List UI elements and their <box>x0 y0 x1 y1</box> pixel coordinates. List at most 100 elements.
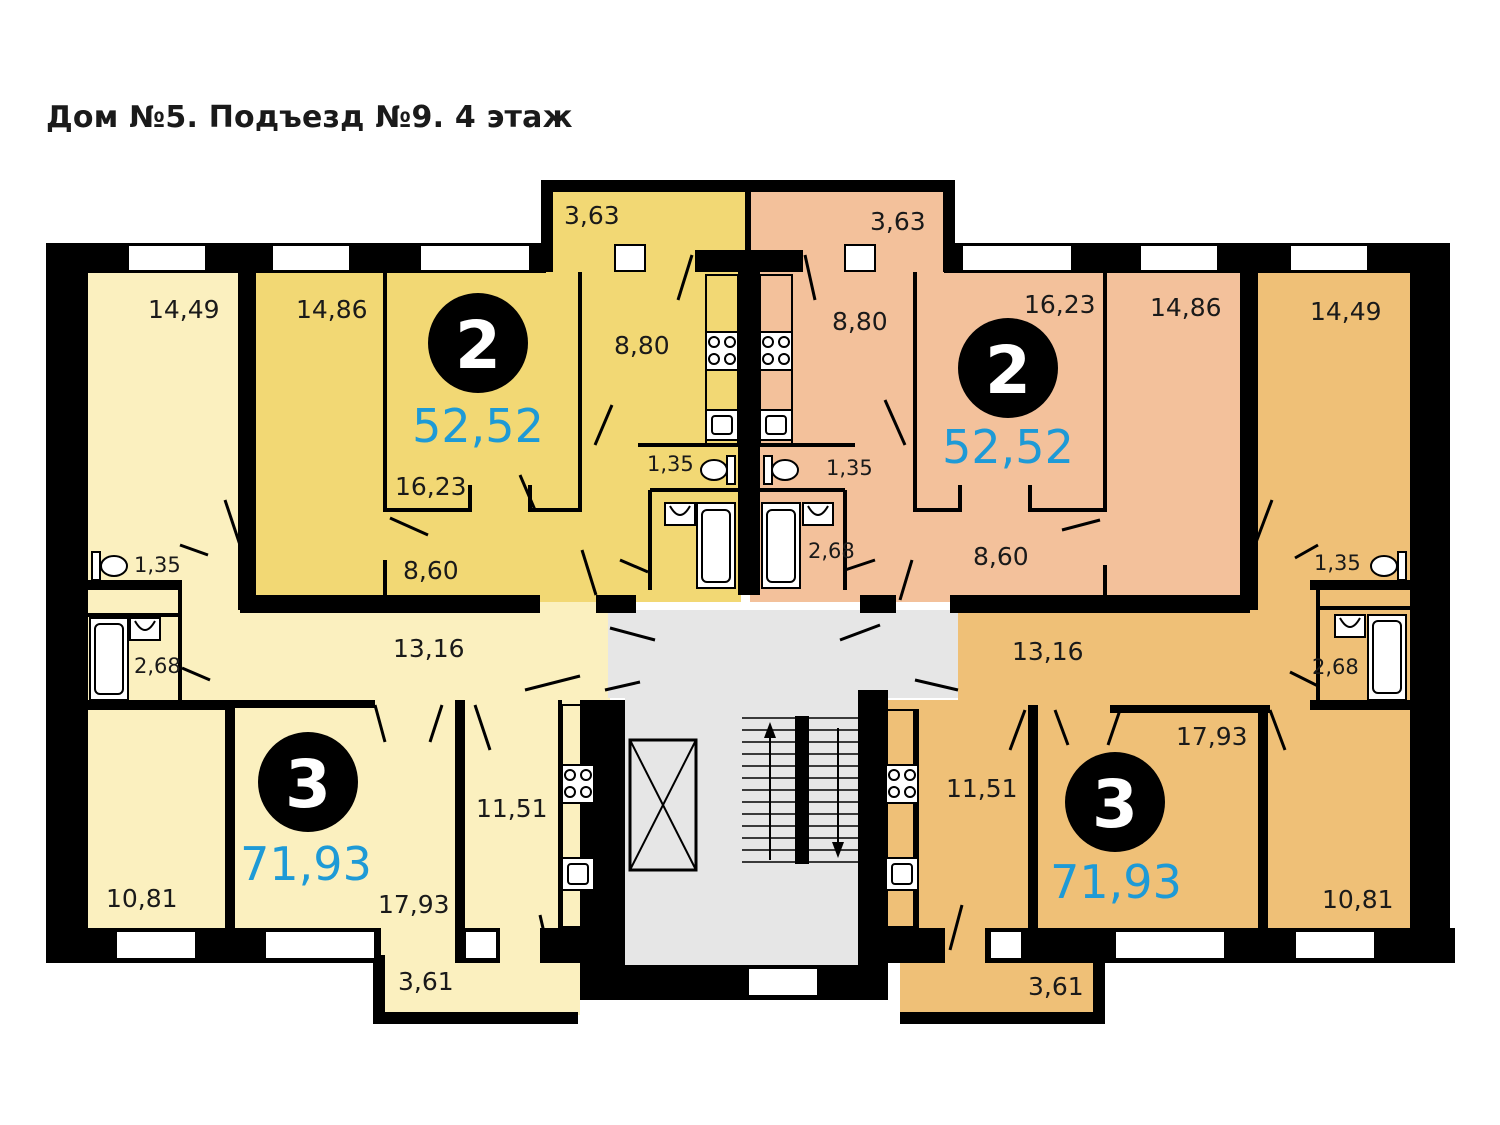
room-area: 16,23 <box>395 472 467 501</box>
window-top-6 <box>961 244 1073 272</box>
toilet-icon-3 <box>91 551 128 581</box>
door-27 <box>1053 709 1070 746</box>
door-14 <box>179 543 209 557</box>
room-area: 14,86 <box>296 295 368 324</box>
apt-badge-2-left: 2 <box>428 293 528 393</box>
washbasin-icon-1 <box>664 502 696 526</box>
window-bottom-5 <box>1114 930 1226 960</box>
wall-int-1 <box>238 270 256 610</box>
wall-bottom-right1 <box>885 928 945 963</box>
door-26 <box>1008 709 1027 751</box>
sink-icon-1 <box>705 409 739 441</box>
fixtures <box>89 274 1407 928</box>
room-area: 2,68 <box>808 539 855 563</box>
rooms-count: 3 <box>285 746 331 823</box>
stair-up-arrowhead <box>764 722 776 738</box>
door-5 <box>676 254 694 301</box>
washbasin-icon-3 <box>129 617 161 641</box>
badge-circle <box>958 318 1058 418</box>
room-labels: 3,63 14,86 16,23 8,80 1,35 8,60 3,63 8,8… <box>106 201 1394 1001</box>
wall-stair-bottom <box>580 965 880 1000</box>
wall-spine-top <box>695 250 803 272</box>
room-area: 14,49 <box>1310 297 1382 326</box>
window-top-7 <box>1139 244 1219 272</box>
door-25 <box>914 678 959 692</box>
elevator-cross-2 <box>629 739 697 871</box>
room-area: 16,23 <box>1024 290 1096 319</box>
stair-down-arrowhead <box>832 842 844 858</box>
apt-total-area: 52,52 <box>412 399 544 453</box>
room-area: 2,68 <box>1312 655 1359 679</box>
counter-3 <box>561 704 595 928</box>
wall-corridor-left <box>240 595 540 613</box>
partition-a2l-1 <box>383 272 472 512</box>
room-area: 3,63 <box>564 201 620 230</box>
room-area: 1,35 <box>826 456 873 480</box>
door-8 <box>803 254 817 301</box>
door-2 <box>389 516 429 537</box>
apt-3-left-fill <box>86 270 610 930</box>
room-area: 8,60 <box>403 556 459 585</box>
room-area: 17,93 <box>1176 722 1248 751</box>
rooms-count: 2 <box>985 332 1031 409</box>
door-19 <box>428 704 444 743</box>
wall-loggia-br-side <box>1093 955 1105 1024</box>
counter-2 <box>759 274 793 446</box>
stair-divider <box>795 716 809 864</box>
door-13 <box>844 558 876 572</box>
room-area: 14,49 <box>148 295 220 324</box>
stove-icon-2 <box>759 331 793 371</box>
room-area: 8,80 <box>832 307 888 336</box>
door-12 <box>898 559 914 601</box>
window-top-4 <box>614 244 646 272</box>
toilet-icon-4 <box>1370 551 1407 581</box>
room-area: 17,93 <box>378 890 450 919</box>
bathtub-icon-4 <box>1367 614 1407 701</box>
wall-corridor-right <box>950 595 1250 613</box>
wall-wc-left-top <box>86 580 181 590</box>
wall-int-4 <box>1258 705 1268 930</box>
door-10 <box>1061 518 1101 532</box>
wall-loggia-right <box>943 180 955 272</box>
landing <box>608 610 958 698</box>
door-30 <box>538 914 550 951</box>
stair-steps <box>742 717 862 863</box>
door-20 <box>473 704 492 751</box>
windows <box>115 244 1376 997</box>
room-area: 11,51 <box>476 794 548 823</box>
wall-loggia-bl-side <box>373 955 385 1024</box>
room-area: 10,81 <box>106 884 178 913</box>
sink-icon-3 <box>561 857 595 891</box>
sink-icon-2 <box>759 409 793 441</box>
sink-icon-4 <box>885 857 919 891</box>
stairwell <box>608 610 958 965</box>
wall-loggia-bottom-left <box>373 1012 578 1024</box>
partition-a2r-1 <box>913 272 962 512</box>
wall-loggia-top <box>541 180 955 192</box>
partitions <box>86 272 1410 930</box>
apt-badge-3-right: 3 <box>1065 752 1165 852</box>
room-area: 3,61 <box>1028 972 1084 1001</box>
room-area: 14,86 <box>1150 293 1222 322</box>
door-18 <box>373 704 387 743</box>
washbasin-icon-4 <box>1334 614 1366 638</box>
room-area: 2,68 <box>134 654 181 678</box>
window-top-8 <box>1289 244 1369 272</box>
apt-badge-2-right: 2 <box>958 318 1058 418</box>
door-28 <box>1106 709 1122 746</box>
wall-bath-right-bottom <box>1310 700 1410 710</box>
toilet-icon-1 <box>700 455 736 485</box>
wall-left <box>46 243 88 963</box>
wall-int-6 <box>1028 705 1038 930</box>
door-3 <box>518 474 537 511</box>
wall-wc-right-top <box>1310 580 1410 590</box>
window-bottom-2 <box>264 930 376 960</box>
stove-icon-1 <box>705 331 739 371</box>
door-21 <box>524 674 581 692</box>
door-29 <box>1268 709 1287 751</box>
room-area: 8,60 <box>973 542 1029 571</box>
door-31 <box>948 904 964 951</box>
washbasin-icon-2 <box>802 502 834 526</box>
apt-total-area: 71,93 <box>1050 855 1182 909</box>
